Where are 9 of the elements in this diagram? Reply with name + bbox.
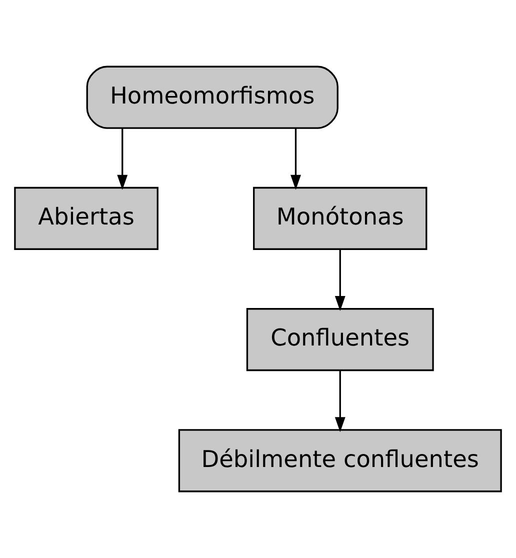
arrow — [290, 128, 301, 190]
node-box: Abiertas — [14, 186, 158, 250]
node-box: Débilmente confluentes — [178, 429, 502, 492]
arrow — [334, 370, 346, 432]
node-box: Confluentes — [246, 308, 434, 372]
arrow — [117, 128, 128, 190]
arrow — [334, 250, 346, 311]
node-box: Monótonas — [253, 186, 428, 250]
node-box: Homeomorfismos — [86, 66, 338, 129]
